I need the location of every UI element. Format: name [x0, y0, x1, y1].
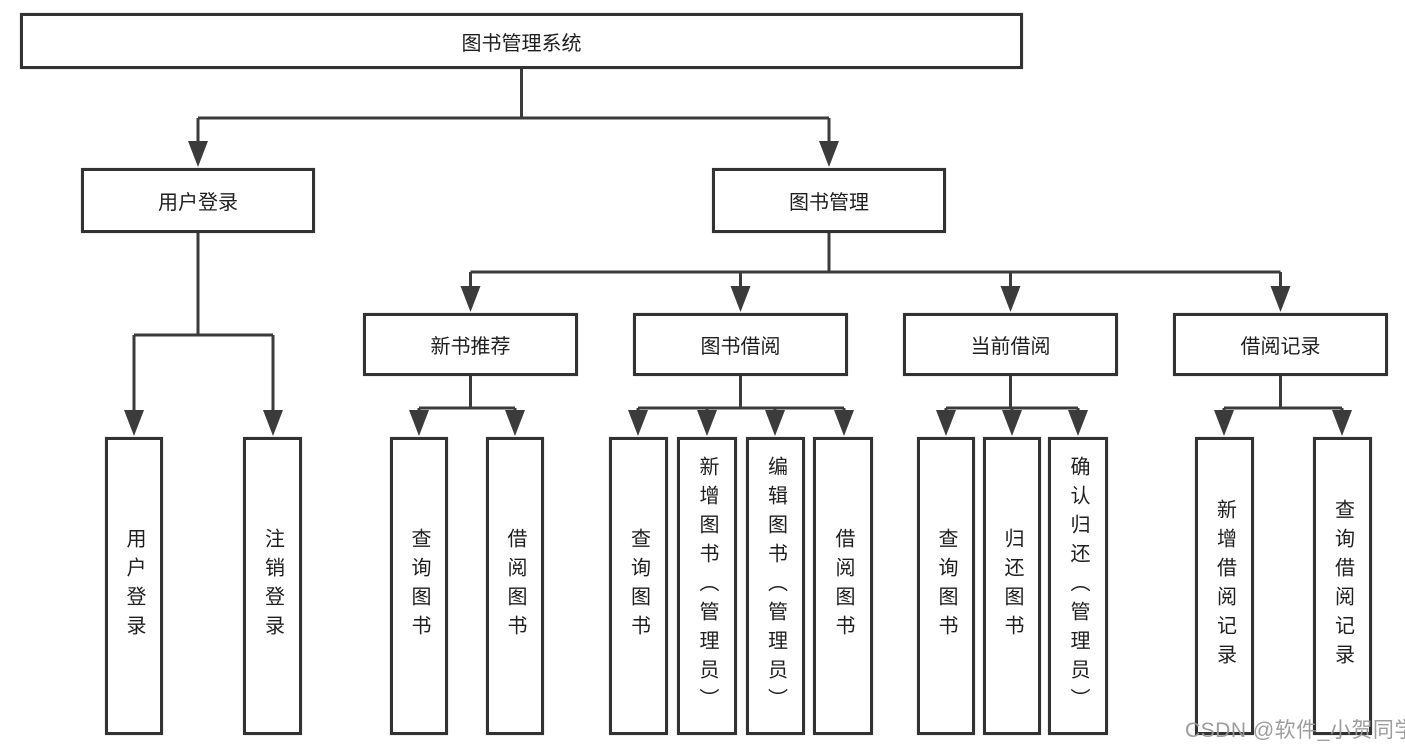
leaf-borrow-books-label: 借阅图书: [832, 528, 854, 644]
leaf-edit-books-admin: 编辑图书（管理员）: [746, 437, 805, 735]
leaf-query-books-under-recommend: 查询图书: [390, 437, 448, 735]
leaf-confirm-return-admin-label: 确认归还（管理员）: [1067, 455, 1089, 717]
leaf-add-borrow-record-label: 新增借阅记录: [1213, 499, 1236, 673]
leaf-query-books-under-current: 查询图书: [917, 437, 975, 735]
leaf-query-books-label: 查询图书: [627, 528, 650, 644]
leaf-borrow-books-under-borrow: 借阅图书: [813, 437, 873, 735]
leaf-user-login-label: 用户登录: [123, 528, 145, 644]
connector-newbookrec-to-leaves: [409, 376, 525, 436]
connector-userlogin-to-leaves: [124, 233, 283, 436]
node-new-book-recommend: 新书推荐: [363, 313, 578, 376]
node-user-login: 用户登录: [81, 168, 315, 233]
leaf-borrow-books-label: 借阅图书: [504, 528, 526, 644]
node-book-borrow-label: 图书借阅: [700, 336, 781, 358]
leaf-user-login: 用户登录: [105, 437, 163, 735]
leaf-logout: 注销登录: [243, 437, 302, 735]
node-new-book-recommend-label: 新书推荐: [430, 336, 511, 358]
leaf-edit-books-admin-label: 编辑图书（管理员）: [764, 455, 787, 717]
leaf-add-borrow-record: 新增借阅记录: [1195, 437, 1254, 735]
leaf-query-books-label: 查询图书: [408, 528, 430, 644]
connector-root-to-level2: [188, 69, 839, 167]
leaf-return-books-label: 归还图书: [1001, 528, 1023, 644]
node-borrow-records-label: 借阅记录: [1240, 336, 1321, 358]
leaf-query-books-label: 查询图书: [935, 528, 957, 644]
csdn-watermark: CSDN @软件_小贺同学: [1185, 719, 1405, 742]
node-current-borrow: 当前借阅: [903, 313, 1118, 376]
node-root: 图书管理系统: [20, 13, 1023, 69]
connector-bookborrow-to-leaves: [628, 376, 854, 436]
leaf-confirm-return-admin: 确认归还（管理员）: [1048, 437, 1108, 735]
node-root-label: 图书管理系统: [461, 32, 582, 55]
connector-borrowrecords-to-leaves: [1214, 376, 1352, 436]
connector-bookmgmt-to-level3: [460, 233, 1291, 312]
node-borrow-records: 借阅记录: [1173, 313, 1388, 376]
leaf-add-books-admin: 新增图书（管理员）: [677, 437, 737, 735]
leaf-query-books-under-borrow: 查询图书: [609, 437, 668, 735]
connector-currentborrow-to-leaves: [936, 376, 1088, 436]
node-user-login-label: 用户登录: [158, 192, 238, 214]
node-book-mgmt-label: 图书管理: [789, 192, 869, 214]
leaf-query-borrow-record-label: 查询借阅记录: [1331, 499, 1354, 673]
leaf-return-books: 归还图书: [983, 437, 1041, 735]
node-current-borrow-label: 当前借阅: [970, 336, 1051, 358]
node-book-mgmt: 图书管理: [712, 168, 946, 233]
leaf-query-borrow-record: 查询借阅记录: [1313, 437, 1372, 735]
leaf-borrow-books-under-recommend: 借阅图书: [486, 437, 544, 735]
leaf-logout-label: 注销登录: [261, 528, 284, 644]
leaf-add-books-admin-label: 新增图书（管理员）: [696, 455, 718, 717]
node-book-borrow: 图书借阅: [633, 313, 848, 376]
